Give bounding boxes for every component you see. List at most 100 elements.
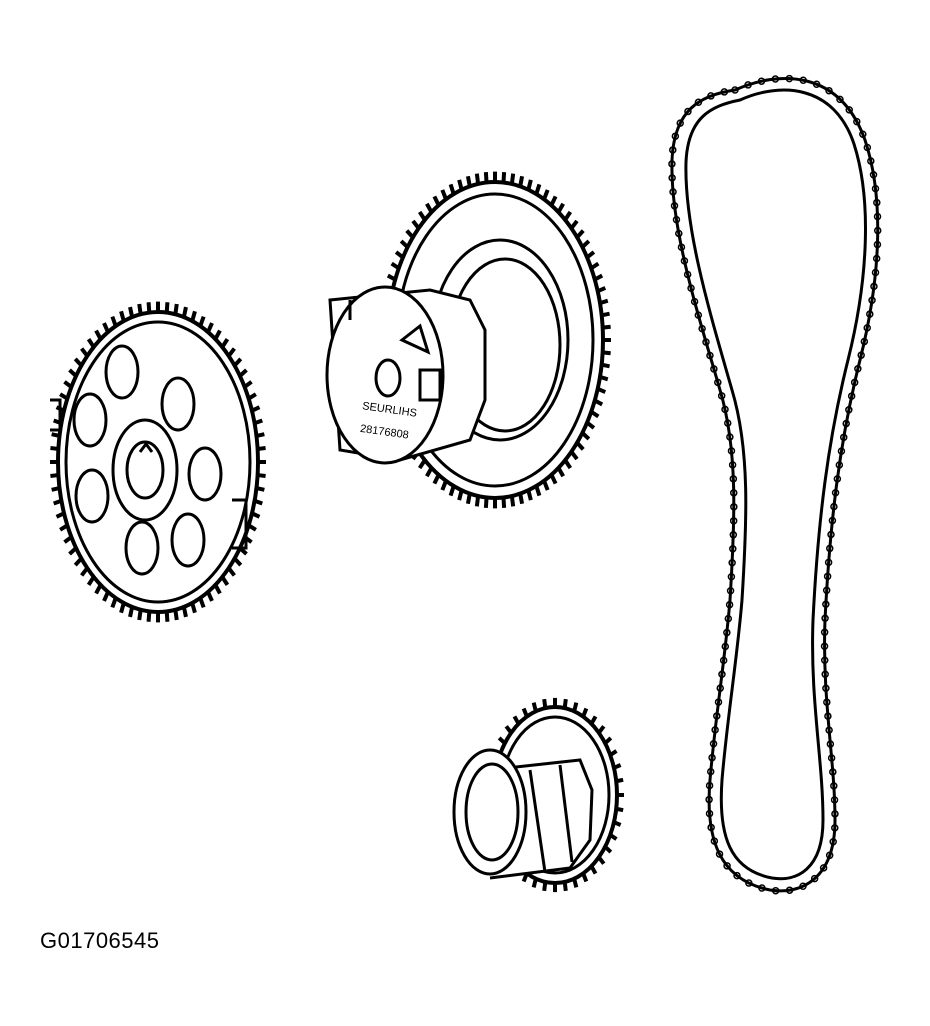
chain-link [822,600,830,609]
chain-link [669,146,677,154]
chain-link [705,795,713,804]
chain-link [873,240,882,249]
chain-link [824,558,833,567]
chain-link [684,107,692,116]
chain-link [771,75,780,83]
chain-link [825,851,834,860]
chain-link [860,337,869,346]
chain-link [727,447,736,455]
chain-link [866,310,874,318]
crankshaft-sprocket [452,697,624,893]
chain-link [828,516,837,525]
chain-link [728,559,736,567]
chain-link [710,837,719,845]
chain-link [810,874,819,883]
chain-link [714,698,723,706]
chain-link [676,119,684,127]
chain-link [822,586,831,595]
chain-link [669,188,677,196]
chain-link [771,886,780,895]
chain-link [820,656,829,665]
chain-link [727,573,736,581]
chain-link [869,171,878,179]
chain-link [836,95,844,104]
chain-link [819,864,828,872]
chain-link [825,726,833,734]
chain-link [714,378,722,387]
chain-link [758,884,766,892]
chain-link [718,670,726,679]
chain-link [785,886,794,894]
chain-link [675,229,683,238]
chain-link [729,531,738,539]
chain-link [830,782,838,790]
chain-link [733,871,741,880]
chain-link [726,586,735,595]
chain-link [729,489,738,497]
chain-link [705,809,714,818]
chain-link [707,823,715,832]
chain-link [820,642,829,651]
chain-link [825,86,833,95]
chain-link [835,461,844,469]
chain-link [702,338,710,346]
chain-link [723,628,731,637]
chain-link [744,81,752,89]
chain-link [872,254,881,263]
chain-link [799,76,807,84]
chain-link [873,212,882,221]
chain-link [677,243,686,251]
chain-link [812,80,821,89]
chain-links [668,74,882,895]
chain-link [726,433,734,441]
chain-link [853,117,861,126]
chain-link [705,781,714,790]
chain-link [721,642,730,651]
chain-link [757,77,766,85]
chain-link [870,282,878,291]
chain-link [831,488,840,497]
chain-link [723,419,732,427]
chain-link [707,92,715,100]
chain-link [680,257,689,265]
chain-link [839,433,848,442]
chain-link [717,392,726,400]
chain-link [694,311,703,319]
chain-link [830,502,838,511]
chain-link [725,600,734,609]
chain-link [670,202,679,210]
chain-link [729,475,738,483]
chain-link [873,198,881,207]
chain-link [728,461,737,469]
chain-link [863,324,871,332]
chain-link [826,544,834,553]
chain-link [821,670,829,678]
chain-link [698,324,706,333]
chain-link [690,297,699,306]
sprocket-teeth-left [50,301,266,623]
chain-link [871,184,880,193]
chain-link [868,296,876,305]
chain-link [716,684,724,692]
chain-link [821,614,829,623]
chain-link [833,475,842,483]
chain-link [694,98,703,107]
chain-link [709,740,718,748]
cam-phaser-sprocket [325,171,611,509]
chain-link [711,726,719,734]
chain-link [854,365,862,373]
chain-link [827,530,835,539]
chain-link [847,392,856,400]
chain-link [857,351,865,359]
chain-link [822,684,830,692]
chain-link [710,365,718,373]
chain-link [863,143,872,152]
chain-link [837,447,846,455]
chain-link [823,698,831,706]
chain-link [745,879,753,887]
chain-link [713,712,721,720]
chain-link [831,824,839,832]
chain-link [867,157,875,165]
chain-link [708,753,716,762]
